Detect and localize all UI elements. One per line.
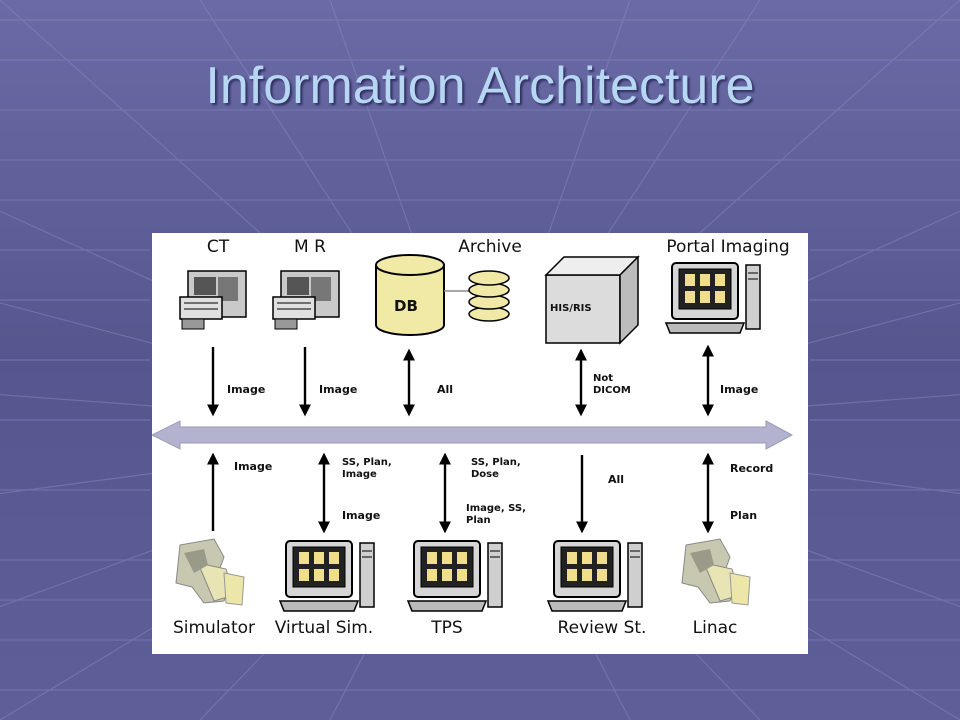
portal-imaging-monitor-icon <box>665 262 761 334</box>
ct-link-label: Image <box>227 383 266 396</box>
db-link-label: All <box>437 383 454 396</box>
linac-record-label: Record <box>730 462 774 475</box>
architecture-diagram: DB HIS/RIS CT M R Archive Portal Imaging… <box>152 233 808 654</box>
portal-imaging-label: Portal Imaging <box>666 237 790 257</box>
tps-up-label: SS, Plan, Dose <box>471 457 521 480</box>
slide-title: Information Architecture <box>205 57 755 115</box>
mr-label: M R <box>294 237 326 257</box>
linac-label: Linac <box>692 618 738 638</box>
database-icon <box>375 254 470 336</box>
db-label: DB <box>394 297 418 315</box>
simulator-label: Simulator <box>172 618 256 638</box>
tps-label: TPS <box>431 618 463 638</box>
archive-disks-icon <box>468 270 510 322</box>
ct-scanner-icon <box>179 270 247 330</box>
linac-plan-label: Plan <box>730 509 758 522</box>
virtual-sim-label: Virtual Sim. <box>274 618 374 638</box>
virtual-sim-monitor-icon <box>279 540 375 612</box>
tps-down-label: Image, SS, Plan <box>466 503 526 526</box>
simulator-link-label: Image <box>234 460 273 473</box>
simulator-machine-icon <box>175 538 245 606</box>
his-ris-server-icon <box>544 255 640 345</box>
mr-scanner-icon <box>272 270 340 330</box>
archive-label: Archive <box>458 237 522 257</box>
virtual-sim-down-label: Image <box>342 509 381 522</box>
tps-monitor-icon <box>407 540 503 612</box>
virtual-sim-up-label: SS, Plan, Image <box>342 457 392 480</box>
linac-machine-icon <box>681 538 751 606</box>
his-ris-label: HIS/RIS <box>550 303 592 314</box>
network-bus <box>152 420 794 450</box>
his-ris-link-label: Not DICOM <box>593 373 631 396</box>
review-link-label: All <box>608 473 625 486</box>
review-station-label: Review St. <box>557 618 647 638</box>
mr-link-label: Image <box>319 383 358 396</box>
ct-label: CT <box>206 237 230 257</box>
portal-link-label: Image <box>720 383 759 396</box>
review-station-monitor-icon <box>547 540 643 612</box>
